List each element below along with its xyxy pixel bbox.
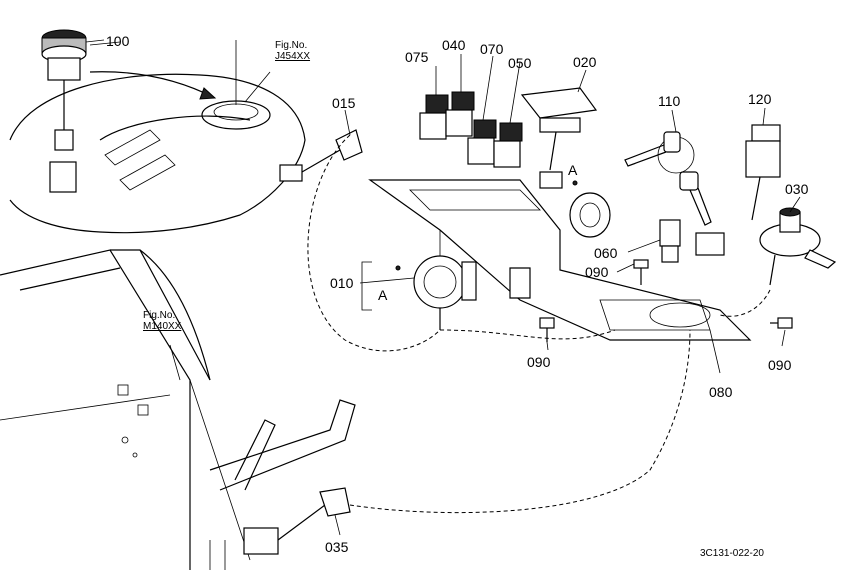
routing-lines <box>307 134 771 514</box>
callout-060: 060 <box>594 245 618 261</box>
callout-035: 035 <box>325 539 349 555</box>
bracket-a <box>361 261 372 311</box>
marker-dot-2 <box>572 180 578 186</box>
marker-dot-1 <box>395 265 401 271</box>
leader-lines <box>85 39 801 536</box>
callout-110: 110 <box>658 93 681 109</box>
fig-ref-label: Fig.No. <box>143 310 176 321</box>
fig-ref-number: M140XX <box>143 321 182 332</box>
callout-075: 075 <box>405 49 429 65</box>
grommet-drawing <box>569 192 611 238</box>
part-035-drawing <box>243 487 351 555</box>
callout-100: 100 <box>106 33 130 49</box>
part-015-drawing <box>279 129 363 182</box>
callout-090-right: 090 <box>768 357 792 373</box>
fig-ref-label: Fig.No. <box>275 40 308 51</box>
callout-010: 010 <box>330 275 354 291</box>
fender-body-drawing <box>9 40 306 234</box>
callout-080: 080 <box>709 384 733 400</box>
marker-a-grommet: A <box>568 162 578 178</box>
key-switch-drawing <box>695 124 837 286</box>
marker-a-horn: A <box>378 287 388 303</box>
callout-040: 040 <box>442 37 466 53</box>
key-set-drawing <box>624 131 712 226</box>
callout-120: 120 <box>748 91 772 107</box>
callout-020: 020 <box>573 54 597 70</box>
callout-030: 030 <box>785 181 809 197</box>
image-code: 3C131-022-20 <box>700 548 764 559</box>
fig-ref-j454xx: Fig.No. J454XX <box>275 40 310 62</box>
callout-090-top: 090 <box>585 264 609 280</box>
fig-ref-number: J454XX <box>275 51 311 62</box>
callout-070: 070 <box>480 41 504 57</box>
callout-015: 015 <box>332 95 356 111</box>
part-010-drawing <box>413 255 531 330</box>
frame-drawing <box>0 249 356 570</box>
callout-050: 050 <box>508 55 532 71</box>
switches-drawing <box>419 91 523 168</box>
callout-090-middle: 090 <box>527 354 551 370</box>
fasteners-drawing <box>539 219 793 342</box>
part-020-drawing <box>520 87 598 189</box>
part-100-drawing <box>41 29 217 193</box>
fig-ref-m140xx: Fig.No. M140XX <box>143 310 181 332</box>
